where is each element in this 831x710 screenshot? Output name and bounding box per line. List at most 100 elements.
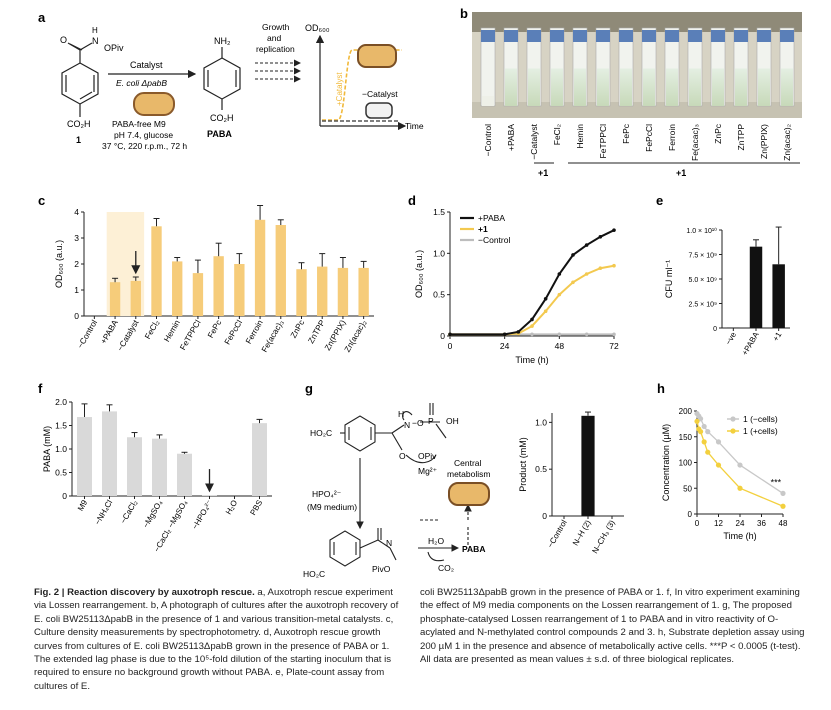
y-tick-label: 7.5 × 10⁹ [689, 253, 718, 260]
y-axis-label: PABA (mM) [42, 426, 52, 472]
x-tick-label: N–H (2) [571, 518, 593, 547]
data-point [780, 503, 786, 509]
bar [234, 264, 245, 316]
tube-culture-4 [574, 68, 586, 106]
tube-culture-2 [528, 68, 540, 106]
tube-label-6: FePc [621, 123, 631, 144]
caption-lead: Fig. 2 | Reaction discovery by auxotroph… [34, 587, 255, 598]
x-tick-label: Ferroin [244, 318, 265, 345]
tube-cap-0 [481, 30, 495, 42]
reaction-strain-label: E. coli ΔpabB [116, 78, 167, 88]
condition-line-2: pH 7.4, glucose [114, 130, 173, 140]
g-opiv: OPiv [418, 451, 437, 461]
y-axis-label: CFU ml⁻¹ [664, 260, 674, 298]
figure-caption-right: coli BW25113ΔpabB grown in the presence … [420, 586, 805, 666]
panel-letter-f: f [38, 381, 43, 396]
compound-1-co2h: CO₂H [67, 119, 91, 129]
bar [109, 282, 121, 316]
tube-label-9: Fe(acac)₃ [690, 124, 700, 161]
y-tick-label: 100 [679, 459, 693, 468]
g-o-left: O [399, 451, 406, 461]
x-axis-label: Time (h) [723, 531, 756, 541]
g-m9: (M9 medium) [307, 502, 357, 512]
g-h2o: H₂O [428, 536, 444, 546]
g-central-1: Central [454, 458, 482, 468]
x-tick-label: N–CH₃ (3) [590, 518, 616, 555]
schematic-cell-none [365, 102, 393, 119]
x-tick-label: 48 [555, 341, 565, 351]
figure-canvas: a b c d e f g h O H N OPiv CO₂H 1 Cataly… [38, 6, 802, 579]
compound-1-n: N [92, 36, 99, 46]
tube-culture-1 [505, 68, 517, 106]
reaction-catalyst-label: Catalyst [130, 60, 163, 70]
paba-structure [203, 47, 241, 110]
y-tick-label: 2.0 [55, 397, 67, 407]
x-tick-label: 24 [736, 519, 745, 528]
bar [317, 266, 328, 316]
schematic-minus-label: −Catalyst [362, 89, 398, 99]
y-tick-label: 0 [542, 511, 547, 521]
condition-line-1: PABA-free M9 [112, 119, 166, 129]
bar [202, 495, 217, 496]
tube-label-5: FeTPPCl [598, 124, 608, 159]
compound-1-structure [61, 42, 99, 117]
y-tick-label: 0.5 [433, 290, 445, 300]
g-mg: Mg²⁺ [418, 466, 438, 476]
tube-culture-8 [666, 68, 678, 106]
panel-letter-b: b [460, 6, 468, 21]
compound-1-h: H [92, 26, 98, 35]
tube-culture-12 [758, 68, 770, 106]
panel-letter-h: h [657, 381, 665, 396]
bar [749, 246, 763, 328]
schematic-y-label: OD₆₀₀ [305, 23, 330, 33]
x-tick-label: +PABA [99, 318, 120, 345]
tube-cap-8 [665, 30, 679, 42]
g-oh: OH [446, 416, 459, 426]
x-tick-label: ZnTPP [306, 318, 327, 345]
panel-a: O H N OPiv CO₂H 1 Catalyst E. coli ΔpabB… [60, 22, 424, 151]
g-co2: CO₂ [438, 563, 454, 573]
tube-culture-10 [712, 68, 724, 106]
tube-cap-2 [527, 30, 541, 42]
bar [192, 273, 204, 316]
x-tick-label: +PABA [740, 330, 761, 357]
x-tick-label: H₂O [224, 499, 239, 517]
tube-label-2: −Catalyst [529, 123, 539, 159]
x-tick-label: +1 [771, 330, 784, 343]
data-point [701, 423, 707, 430]
bar [151, 226, 162, 316]
panel-letter-c: c [38, 193, 45, 208]
tube-label-12: Zn(PPIX) [759, 124, 769, 159]
panel-letter-a: a [38, 10, 46, 25]
panel-letter-g: g [305, 381, 313, 396]
caption-left-body: a, Auxotroph rescue experiment via Losse… [34, 587, 399, 692]
g-n: N [404, 420, 410, 430]
bar [772, 264, 785, 328]
g-cell-image [448, 482, 490, 506]
tube-culture-13 [781, 68, 793, 106]
x-tick-label: FeTPPCl [178, 318, 202, 351]
tube-cap-11 [734, 30, 748, 42]
cell-image [133, 92, 175, 116]
y-tick-label: 0 [440, 331, 445, 341]
y-tick-label: 0.5 [55, 468, 67, 478]
y-tick-label: 0 [62, 491, 67, 501]
y-tick-label: 1.0 [433, 248, 445, 258]
y-tick-label: 1 [74, 285, 79, 295]
condition-line-3: 37 °C, 220 r.p.m., 72 h [102, 141, 187, 151]
bar [152, 438, 167, 496]
schematic-plus-curve [322, 49, 402, 121]
growth-label-2: and [267, 33, 281, 43]
paba-co2h: CO₂H [210, 113, 234, 123]
tube-label-8: Ferroin [667, 124, 677, 151]
schematic-plus-label: +Catalyst [335, 72, 344, 106]
legend-label: 1 (+cells) [743, 426, 778, 436]
bar [358, 267, 369, 316]
legend-label: 1 (−cells) [743, 414, 778, 424]
data-point [715, 439, 722, 445]
bar [130, 280, 141, 316]
x-tick-label: FePc [206, 319, 223, 340]
legend-label: −Control [478, 235, 510, 245]
